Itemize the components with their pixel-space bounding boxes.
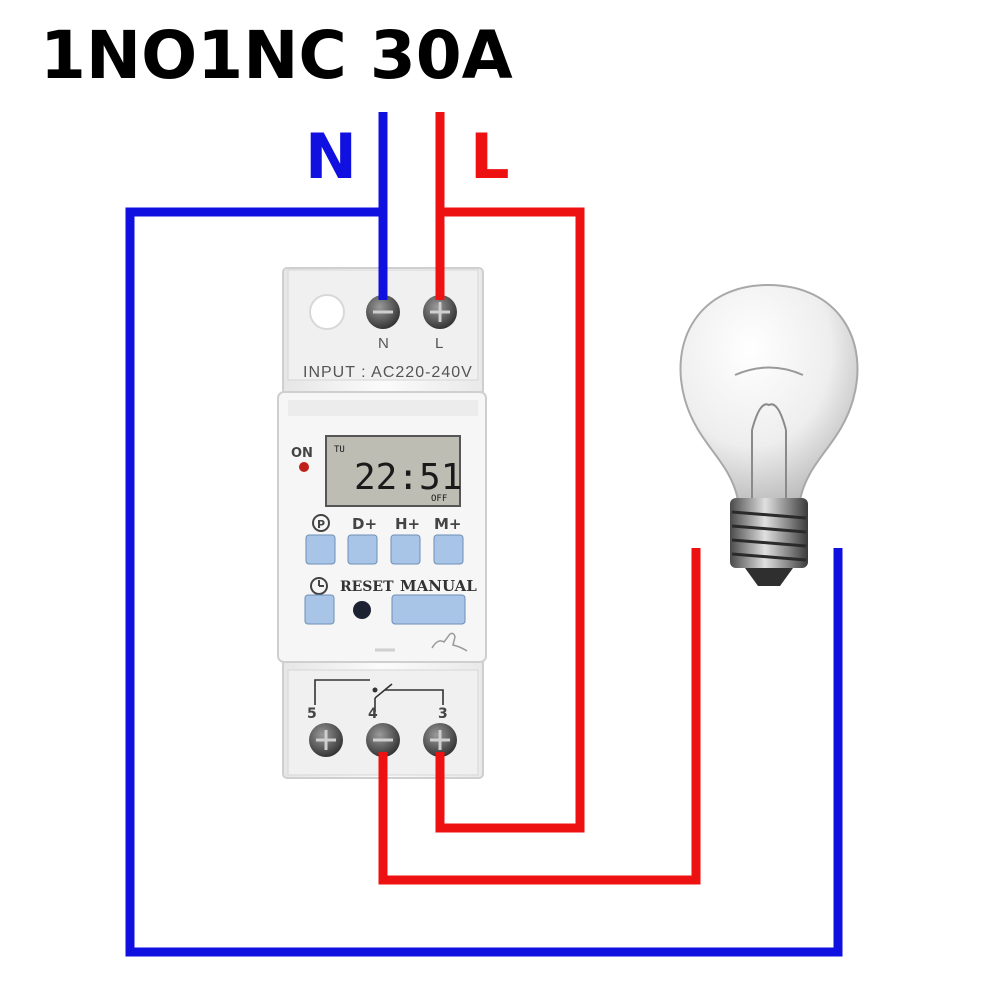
terminal-label-n: N [378, 335, 389, 352]
clock-button[interactable] [304, 594, 335, 625]
blank-terminal [309, 294, 345, 330]
hour-plus-label: H+ [395, 515, 420, 533]
neutral-wire-label: N [305, 120, 357, 193]
lcd-day: TU [334, 445, 345, 455]
contact-pivot [372, 687, 378, 693]
reset-button[interactable] [353, 601, 371, 619]
minute-plus-button[interactable] [433, 534, 464, 565]
on-indicator-led [299, 462, 309, 472]
hour-plus-button[interactable] [390, 534, 421, 565]
day-plus-button[interactable] [347, 534, 378, 565]
top-terminal-n [366, 295, 400, 329]
program-button[interactable] [305, 534, 336, 565]
terminal-label-5: 5 [307, 706, 317, 722]
day-plus-label: D+ [352, 515, 377, 533]
manual-label: MANUAL [400, 577, 477, 595]
minute-plus-label: M+ [434, 515, 462, 533]
live-wire [378, 112, 701, 885]
bottom-terminal-4 [366, 723, 400, 757]
hand-icon [431, 632, 468, 652]
live-wire-label: L [470, 120, 510, 193]
input-rating-label: INPUT : AC220-240V [303, 364, 473, 381]
neutral-wire [125, 112, 843, 957]
bottom-terminal-5 [309, 723, 343, 757]
bottom-terminal-3 [423, 723, 457, 757]
clock-icon [310, 577, 328, 595]
terminal-label-4: 4 [368, 706, 378, 722]
manual-button[interactable] [391, 594, 466, 625]
on-indicator-label: ON [291, 446, 313, 461]
svg-text:P: P [317, 518, 325, 531]
light-bulb-icon [679, 283, 859, 586]
relay-contact-symbol [314, 679, 444, 712]
program-button-label: P [312, 514, 330, 532]
terminal-label-3: 3 [438, 706, 448, 722]
diagram-title: 1NO1NC 30A [40, 17, 513, 94]
lcd-state: OFF [431, 494, 447, 504]
lcd-time: 22:51 [354, 457, 462, 498]
terminal-label-l: L [435, 335, 443, 352]
top-terminal-l [423, 295, 457, 329]
lcd-display: TU 22:51 OFF [325, 435, 462, 507]
reset-label: RESET [340, 579, 394, 595]
